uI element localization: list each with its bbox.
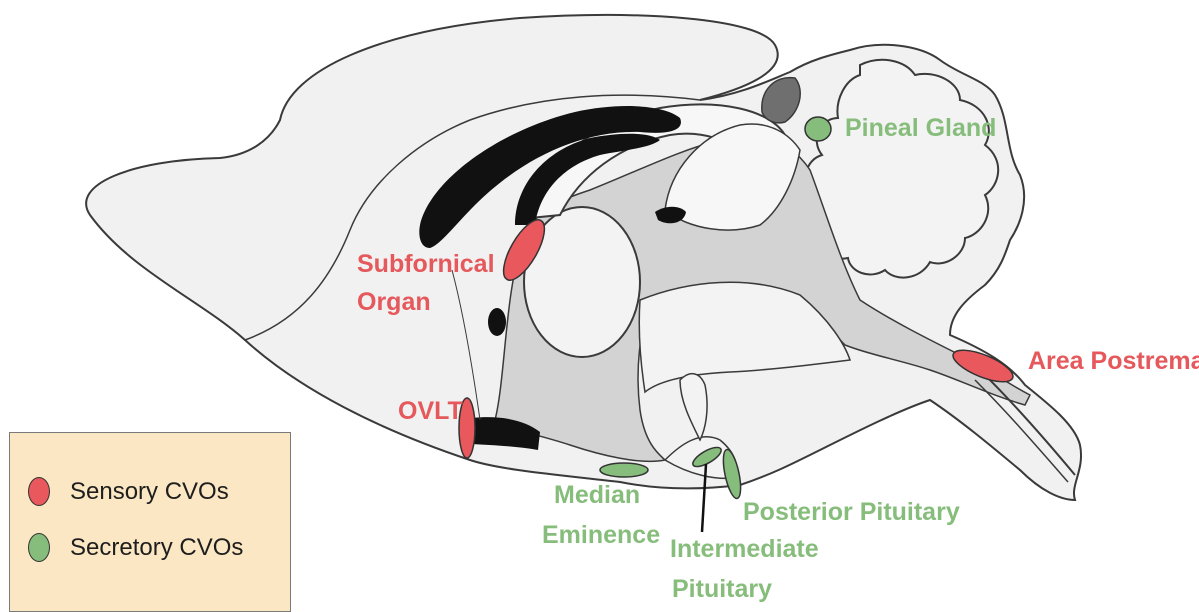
label-subfornical-line2: Organ: [357, 288, 431, 316]
label-ovlt: OVLT: [398, 397, 463, 425]
label-pineal-gland: Pineal Gland: [845, 114, 996, 142]
legend-row-secretory: Secretory CVOs: [28, 533, 243, 562]
secretory-swatch-icon: [28, 533, 50, 562]
sensory-swatch-icon: [28, 477, 50, 506]
label-intermediate-line1: Intermediate: [670, 535, 819, 563]
legend-sensory-label: Sensory CVOs: [70, 478, 229, 506]
legend-row-sensory: Sensory CVOs: [28, 477, 229, 506]
legend-secretory-label: Secretory CVOs: [70, 534, 243, 562]
label-posterior-pituitary: Posterior Pituitary: [743, 498, 960, 526]
label-area-postrema: Area Postrema: [1028, 347, 1199, 375]
label-intermediate-line2: Pituitary: [672, 575, 772, 603]
label-median-line1: Median: [554, 481, 640, 509]
pineal-gland: [805, 117, 831, 141]
commissure-dot: [488, 308, 506, 336]
label-median-line2: Eminence: [542, 521, 660, 549]
median-eminence: [600, 463, 648, 477]
label-subfornical-line1: Subfornical: [357, 250, 495, 278]
legend: Sensory CVOs Secretory CVOs: [9, 432, 291, 612]
